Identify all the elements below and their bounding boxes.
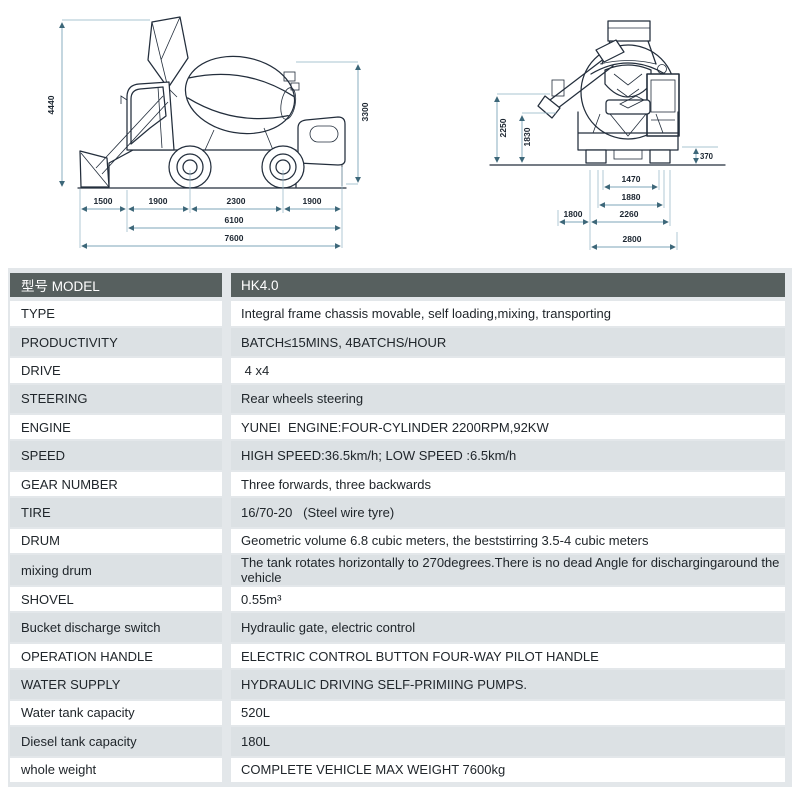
dim-overall-length-label: 7600	[225, 233, 244, 243]
spec-label: DRUM	[10, 528, 222, 554]
spec-value: Three forwards, three backwards	[231, 471, 785, 497]
table-row: whole weight COMPLETE VEHICLE MAX WEIGHT…	[8, 756, 792, 784]
model-header-value: HK4.0	[231, 273, 785, 298]
spec-label: Bucket discharge switch	[10, 613, 222, 642]
table-row: GEAR NUMBER Three forwards, three backwa…	[8, 470, 792, 498]
table-row: WATER SUPPLY HYDRAULIC DRIVING SELF-PRIM…	[8, 670, 792, 699]
spec-label: DRIVE	[10, 358, 222, 383]
spec-label: OPERATION HANDLE	[10, 643, 222, 669]
dim-front-section-label: 1900	[149, 196, 168, 206]
table-row: OPERATION HANDLE ELECTRIC CONTROL BUTTON…	[8, 642, 792, 670]
table-row: TYPE Integral frame chassis movable, sel…	[8, 299, 792, 327]
dim-drum-height-label: 3300	[360, 102, 370, 121]
spec-value: BATCH≤15MINS, 4BATCHS/HOUR	[231, 327, 785, 357]
dim-wheelbase-label: 2300	[227, 196, 246, 206]
spec-value: 180L	[231, 727, 785, 756]
spec-label: SPEED	[10, 441, 222, 470]
spec-value: 4 x4	[231, 358, 785, 383]
spec-label: GEAR NUMBER	[10, 471, 222, 497]
spec-value: The tank rotates horizontally to 270degr…	[231, 555, 785, 586]
rear-view-dimensions: 2250 1830 370 1470 1880 1800 2260 2800	[494, 93, 718, 250]
table-row: Water tank capacity 520L	[8, 699, 792, 727]
spec-label: mixing drum	[10, 555, 222, 586]
dim-drum-mouth-height-label: 1830	[522, 127, 532, 146]
dim-ground-step-label: 370	[700, 152, 714, 161]
truck-side-view	[77, 16, 347, 189]
spec-value: HYDRAULIC DRIVING SELF-PRIMIING PUMPS.	[231, 670, 785, 699]
dim-left-offset-label: 1800	[564, 209, 583, 219]
dim-front-overhang-label: 1500	[94, 196, 113, 206]
spec-label: TYPE	[10, 301, 222, 326]
spec-value: Hydraulic gate, electric control	[231, 613, 785, 642]
dim-overall-width-label: 2800	[623, 234, 642, 244]
spec-value: 16/70-20 (Steel wire tyre)	[231, 498, 785, 527]
spec-value: 520L	[231, 700, 785, 726]
dim-frame-width-label: 1880	[622, 192, 641, 202]
dim-track-width-label: 1470	[622, 174, 641, 184]
spec-value: Geometric volume 6.8 cubic meters, the b…	[231, 528, 785, 554]
spec-value: COMPLETE VEHICLE MAX WEIGHT 7600kg	[231, 757, 785, 782]
spec-value: YUNEI ENGINE:FOUR-CYLINDER 2200RPM,92KW	[231, 415, 785, 440]
spec-value: Rear wheels steering	[231, 384, 785, 414]
dim-overall-height-label: 4440	[46, 95, 56, 114]
spec-label: ENGINE	[10, 415, 222, 440]
model-header-label: 型号 MODEL	[10, 273, 222, 298]
spec-label: WATER SUPPLY	[10, 670, 222, 699]
spec-table: 型号 MODEL HK4.0 TYPE Integral frame chass…	[8, 268, 792, 787]
table-row: DRIVE 4 x4	[8, 356, 792, 384]
dim-rear-section-label: 1900	[303, 196, 322, 206]
spec-label: STEERING	[10, 384, 222, 414]
spec-value: Integral frame chassis movable, self loa…	[231, 301, 785, 326]
spec-label: Water tank capacity	[10, 700, 222, 726]
spec-label: Diesel tank capacity	[10, 727, 222, 756]
dim-body-width-label: 2260	[620, 209, 639, 219]
table-row: DRUM Geometric volume 6.8 cubic meters, …	[8, 527, 792, 555]
table-row: SHOVEL 0.55m³	[8, 585, 792, 613]
spec-value: ELECTRIC CONTROL BUTTON FOUR-WAY PILOT H…	[231, 643, 785, 669]
side-view-dimensions: 4440 3300 1500 1900 2300 1900 6100 7600	[46, 19, 370, 249]
spec-label: TIRE	[10, 498, 222, 527]
table-row: SPEED HIGH SPEED:36.5km/h; LOW SPEED :6.…	[8, 441, 792, 470]
spec-label: PRODUCTIVITY	[10, 327, 222, 357]
table-row: mixing drum The tank rotates horizontall…	[8, 555, 792, 586]
spec-label: whole weight	[10, 757, 222, 782]
technical-drawings: 4440 3300 1500 1900 2300 1900 6100 7600	[0, 0, 800, 266]
table-row: STEERING Rear wheels steering	[8, 384, 792, 414]
spec-label: SHOVEL	[10, 587, 222, 612]
table-row: Bucket discharge switch Hydraulic gate, …	[8, 613, 792, 642]
table-row: TIRE 16/70-20 (Steel wire tyre)	[8, 498, 792, 527]
table-row: PRODUCTIVITY BATCH≤15MINS, 4BATCHS/HOUR	[8, 327, 792, 357]
side-view-drawing: 4440 3300 1500 1900 2300 1900 6100 7600	[46, 16, 370, 249]
dim-chassis-length-label: 6100	[225, 215, 244, 225]
truck-rear-view	[489, 20, 726, 166]
spec-value: 0.55m³	[231, 587, 785, 612]
rear-view-drawing: 2250 1830 370 1470 1880 1800 2260 2800	[489, 20, 726, 250]
dim-hopper-height-label: 2250	[498, 118, 508, 137]
spec-value: HIGH SPEED:36.5km/h; LOW SPEED :6.5km/h	[231, 441, 785, 470]
table-row: ENGINE YUNEI ENGINE:FOUR-CYLINDER 2200RP…	[8, 413, 792, 441]
table-header-row: 型号 MODEL HK4.0	[8, 271, 792, 299]
table-row: Diesel tank capacity 180L	[8, 727, 792, 756]
